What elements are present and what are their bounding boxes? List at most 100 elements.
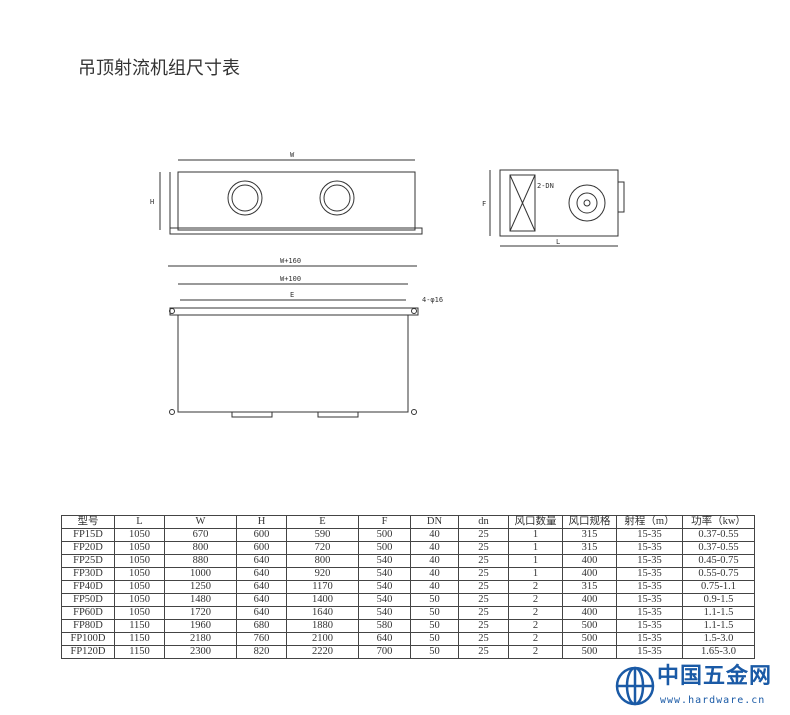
table-cell: 2 xyxy=(508,632,563,646)
table-cell: 15-35 xyxy=(616,606,683,620)
table-cell: FP120D xyxy=(61,645,115,659)
table-cell: 1640 xyxy=(286,606,359,620)
table-cell: 2 xyxy=(508,580,563,594)
table-cell: 400 xyxy=(562,567,617,581)
table-cell: 640 xyxy=(236,567,287,581)
table-cell: 500 xyxy=(562,645,617,659)
table-cell: 25 xyxy=(458,593,509,607)
dim-w160: W+160 xyxy=(280,257,301,265)
table-cell: FP20D xyxy=(61,541,115,555)
table-cell: 1 xyxy=(508,567,563,581)
table-cell: 50 xyxy=(410,606,459,620)
table-cell: 920 xyxy=(286,567,359,581)
table-cell: 800 xyxy=(164,541,237,555)
table-cell: 820 xyxy=(236,645,287,659)
column-header: L xyxy=(114,515,165,529)
table-cell: 1.65-3.0 xyxy=(682,645,755,659)
table-cell: 2300 xyxy=(164,645,237,659)
table-cell: 1400 xyxy=(286,593,359,607)
table-cell: 640 xyxy=(236,593,287,607)
logo-name: 中国五金网 xyxy=(657,664,773,689)
table-cell: 540 xyxy=(358,593,411,607)
table-cell: 0.45-0.75 xyxy=(682,554,755,568)
table-cell: 15-35 xyxy=(616,554,683,568)
table-cell: 640 xyxy=(358,632,411,646)
table-cell: FP100D xyxy=(61,632,115,646)
table-cell: 0.37-0.55 xyxy=(682,528,755,542)
table-cell: FP50D xyxy=(61,593,115,607)
table-cell: FP25D xyxy=(61,554,115,568)
table-cell: 25 xyxy=(458,580,509,594)
table-cell: 590 xyxy=(286,528,359,542)
table-cell: 600 xyxy=(236,528,287,542)
table-cell: 760 xyxy=(236,632,287,646)
table-cell: 1150 xyxy=(114,645,165,659)
table-cell: 1000 xyxy=(164,567,237,581)
table-cell: FP15D xyxy=(61,528,115,542)
column-header: W xyxy=(164,515,237,529)
table-cell: 1050 xyxy=(114,528,165,542)
top-view: W+160 W+100 E 4-φ16 xyxy=(168,257,443,418)
table-cell: 15-35 xyxy=(616,541,683,555)
table-cell: 50 xyxy=(410,619,459,633)
table-cell: 400 xyxy=(562,554,617,568)
table-cell: 15-35 xyxy=(616,619,683,633)
table-cell: 15-35 xyxy=(616,632,683,646)
table-cell: 0.37-0.55 xyxy=(682,541,755,555)
table-cell: 720 xyxy=(286,541,359,555)
table-cell: 25 xyxy=(458,632,509,646)
table-cell: 540 xyxy=(358,606,411,620)
column-header: 型号 xyxy=(61,515,115,529)
globe-icon xyxy=(615,666,655,706)
table-cell: 400 xyxy=(562,606,617,620)
dim-h: H xyxy=(150,198,154,206)
table-cell: 50 xyxy=(410,593,459,607)
table-cell: 880 xyxy=(164,554,237,568)
table-cell: 315 xyxy=(562,541,617,555)
page-title: 吊顶射流机组尺寸表 xyxy=(78,58,240,79)
table-cell: 1880 xyxy=(286,619,359,633)
column-header: E xyxy=(286,515,359,529)
table-cell: 15-35 xyxy=(616,645,683,659)
dim-holes: 4-φ16 xyxy=(422,296,443,304)
table-cell: 40 xyxy=(410,580,459,594)
table-cell: 25 xyxy=(458,645,509,659)
table-cell: FP60D xyxy=(61,606,115,620)
table-cell: 1 xyxy=(508,541,563,555)
table-cell: 0.9-1.5 xyxy=(682,593,755,607)
table-cell: 1.5-3.0 xyxy=(682,632,755,646)
table-cell: 580 xyxy=(358,619,411,633)
column-header: H xyxy=(236,515,287,529)
dimension-drawings: W H 2-DN F L W+160 W+100 E 4-φ16 xyxy=(150,151,625,418)
table-cell: 640 xyxy=(236,554,287,568)
table-cell: 40 xyxy=(410,541,459,555)
table-cell: FP80D xyxy=(61,619,115,633)
table-cell: 25 xyxy=(458,528,509,542)
column-header: 风口规格 xyxy=(562,515,617,529)
table-cell: 2 xyxy=(508,593,563,607)
table-cell: 1170 xyxy=(286,580,359,594)
dim-e: E xyxy=(290,291,294,299)
dim-dn: 2-DN xyxy=(537,182,554,190)
column-header: F xyxy=(358,515,411,529)
table-cell: 1960 xyxy=(164,619,237,633)
table-cell: 640 xyxy=(236,580,287,594)
table-cell: 2 xyxy=(508,606,563,620)
table-cell: 1050 xyxy=(114,593,165,607)
table-cell: 680 xyxy=(236,619,287,633)
table-cell: 540 xyxy=(358,554,411,568)
table-cell: 50 xyxy=(410,632,459,646)
table-cell: 50 xyxy=(410,645,459,659)
table-cell: 600 xyxy=(236,541,287,555)
table-cell: 1250 xyxy=(164,580,237,594)
